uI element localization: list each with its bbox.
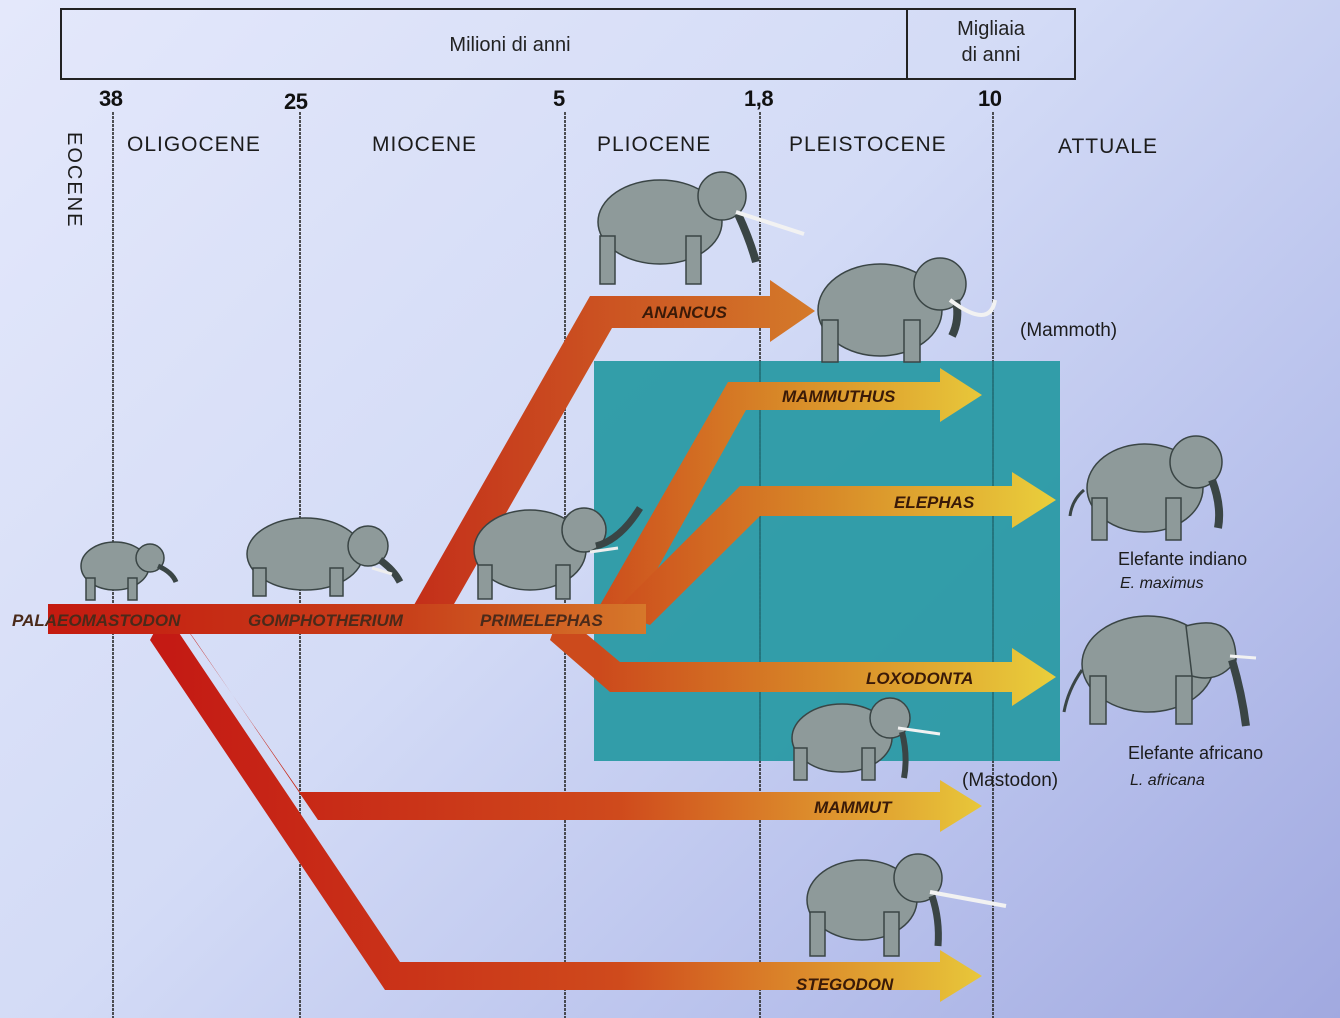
- epoch-pliocene: PLIOCENE: [597, 133, 712, 156]
- epoch-attuale: ATTUALE: [1058, 135, 1158, 158]
- epoch-oligocene: OLIGOCENE: [127, 133, 261, 156]
- branch-anancus: [410, 280, 815, 625]
- genus-gomphotherium: GOMPHOTHERIUM: [248, 611, 404, 630]
- epoch-miocene: MIOCENE: [372, 133, 478, 156]
- label-indian-sci: E. maximus: [1120, 575, 1204, 592]
- stegodon-silhouette: [806, 853, 1007, 957]
- header-thousands-box: [906, 8, 1076, 80]
- genus-loxodonta: LOXODONTA: [866, 669, 973, 688]
- header-thousands-label-2: di anni: [961, 44, 1021, 66]
- branch-elephas: [614, 472, 1056, 625]
- main-trunk: [48, 604, 646, 634]
- branch-mammut: [175, 612, 982, 832]
- genus-mammuthus: MAMMUTHUS: [782, 387, 896, 406]
- branch-loxodonta: [550, 612, 1056, 706]
- tick-38: 38: [99, 86, 123, 111]
- anancus-silhouette: [597, 171, 805, 285]
- tick-25: 25: [284, 89, 308, 114]
- genus-stegodon: STEGODON: [796, 975, 894, 994]
- tick-5: 5: [553, 86, 565, 111]
- label-mammoth: (Mammoth): [1020, 320, 1118, 341]
- genus-anancus: ANANCUS: [641, 303, 728, 322]
- modern-genera-box: [594, 361, 1060, 761]
- label-african-sci: L. africana: [1130, 772, 1205, 789]
- genus-mammut: MAMMUT: [814, 798, 893, 817]
- genus-elephas: ELEPHAS: [894, 493, 975, 512]
- primelephas-silhouette: [473, 506, 643, 600]
- genus-palaeomastodon: PALAEOMASTODON: [12, 611, 181, 630]
- label-mastodon: (Mastodon): [962, 770, 1059, 791]
- epoch-pleistocene: PLEISTOCENE: [789, 133, 947, 156]
- mastodon-silhouette: [791, 697, 941, 781]
- label-african-elephant: Elefante africano: [1128, 743, 1264, 763]
- gomphotherium-silhouette: [246, 517, 404, 597]
- african-elephant-silhouette: [1062, 615, 1257, 727]
- label-indian-elephant: Elefante indiano: [1118, 549, 1248, 569]
- palaeomastodon-silhouette: [80, 541, 179, 601]
- tick-10: 10: [978, 86, 1002, 111]
- mammoth-silhouette: [817, 257, 997, 363]
- header-thousands-label-1: Migliaia: [957, 18, 1025, 40]
- header-millions-label: Milioni di anni: [449, 34, 571, 56]
- genus-primelephas: PRIMELEPHAS: [480, 611, 603, 630]
- epoch-eocene: EOCENE: [63, 132, 85, 229]
- indian-elephant-silhouette: [1068, 435, 1224, 541]
- tick-1-8: 1,8: [744, 86, 774, 111]
- branch-stegodon: [150, 612, 982, 1002]
